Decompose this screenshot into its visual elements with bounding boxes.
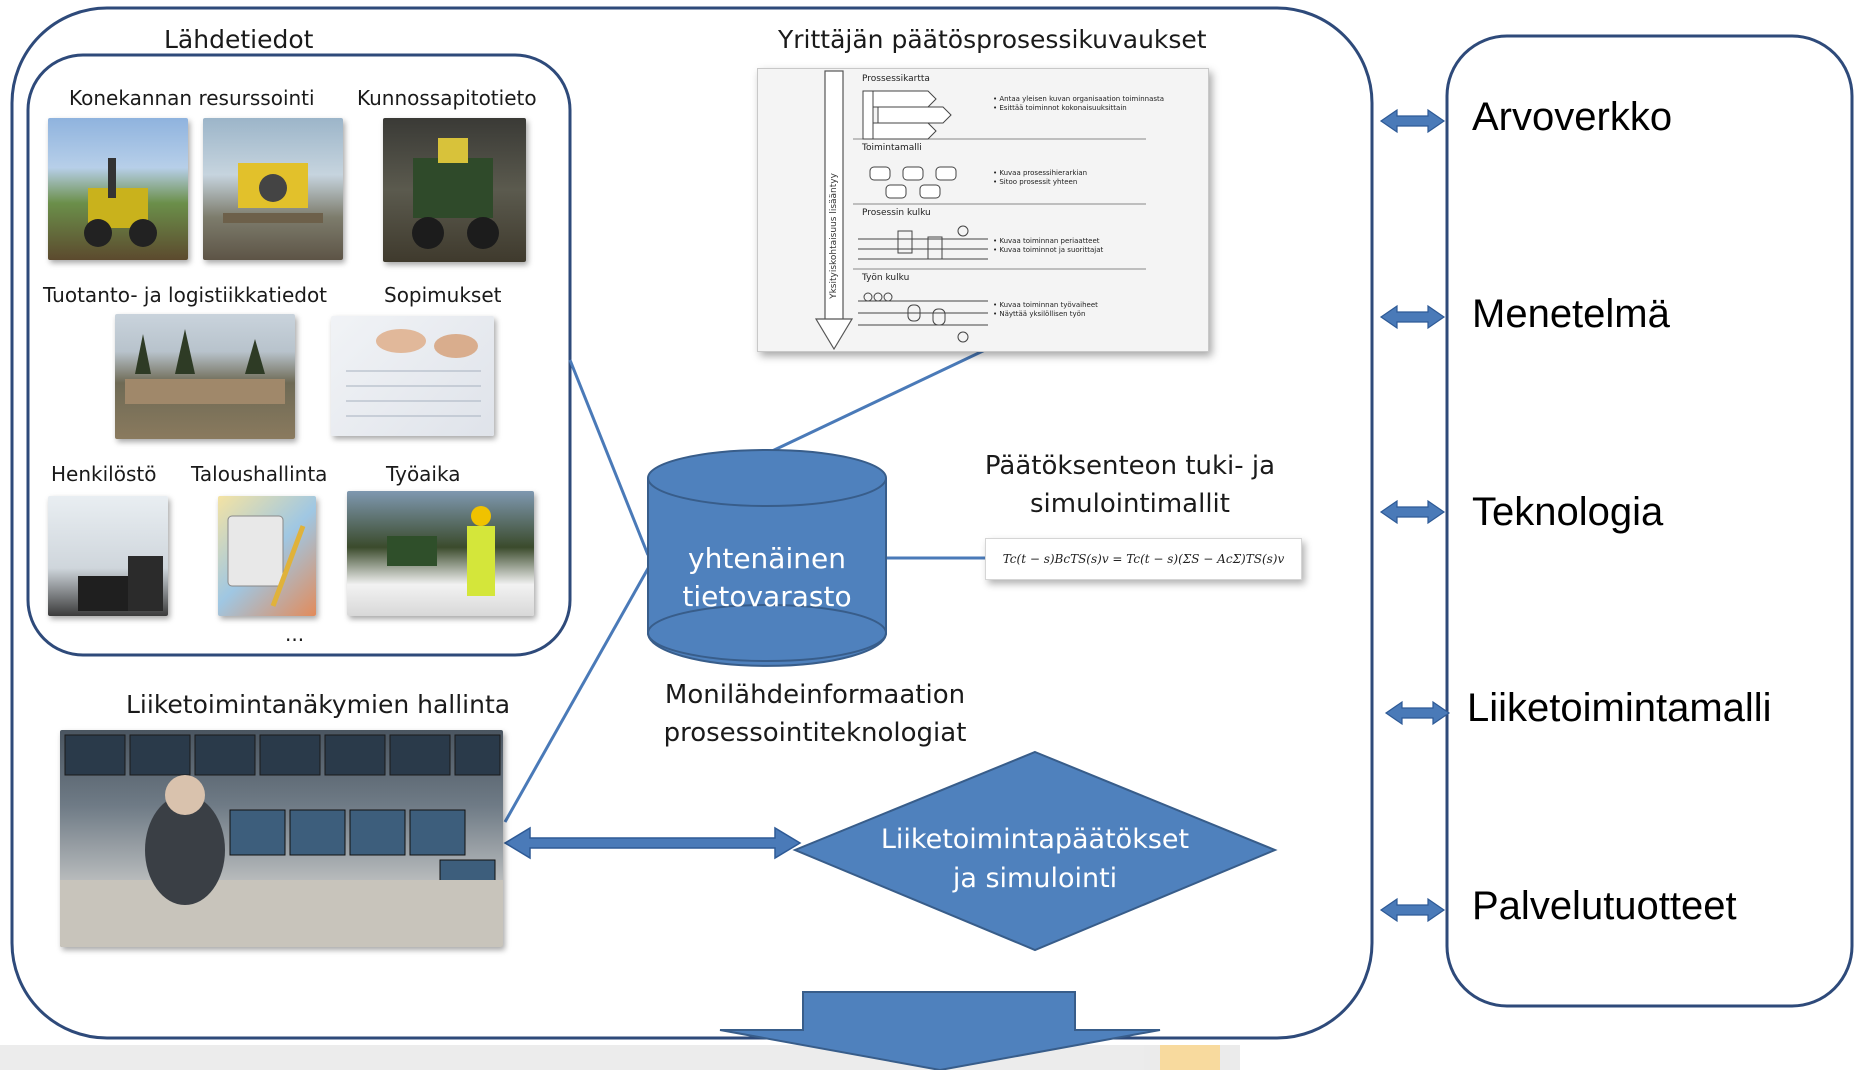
process-section-heading: Prosessin kulku bbox=[862, 208, 931, 218]
label-maintenance: Kunnossapitotieto bbox=[357, 86, 537, 110]
database-caption-line2: prosessointiteknologiat bbox=[663, 718, 967, 748]
views-decisions-arrow bbox=[503, 826, 802, 860]
label-machine-resourcing: Konekannan resurssointi bbox=[69, 86, 315, 110]
decisions-label: Liiketoimintapäätökset ja simulointi bbox=[845, 820, 1225, 898]
process-axis-label: Yksityiskohtaisuus lisääntyy bbox=[829, 173, 839, 299]
label-production-logistics: Tuotanto- ja logistiikkatiedot bbox=[43, 283, 328, 307]
harvester-photo-1 bbox=[48, 118, 188, 260]
process-description-figure: Yksityiskohtaisuus lisääntyy Prossessika… bbox=[757, 68, 1209, 352]
database-label-line2: tietovarasto bbox=[682, 580, 852, 613]
database-caption: Monilähdeinformaation prosessointiteknol… bbox=[630, 676, 1000, 752]
process-section-heading: Toimintamalli bbox=[862, 143, 922, 153]
right-item-service-products: Palvelutuotteet bbox=[1472, 884, 1737, 928]
main-frame bbox=[10, 6, 1374, 1040]
process-bullet: • Näyttää yksilöllisen työn bbox=[993, 310, 1086, 318]
output-down-arrow bbox=[719, 991, 1161, 1070]
connector-process-db bbox=[769, 348, 986, 454]
harvester-photo-2 bbox=[203, 118, 343, 260]
decision-support-title: Päätöksenteon tuki- ja simulointimallit bbox=[960, 447, 1300, 523]
source-data-title: Lähdetiedot bbox=[164, 25, 314, 54]
formula-text: Tc(t − s)BcTS(s)v = Tc(t − s)(ΣS − AcΣ)T… bbox=[1002, 552, 1285, 566]
working-time-photo bbox=[347, 491, 534, 616]
label-financial: Taloushallinta bbox=[191, 462, 328, 486]
process-bullet: • Kuvaa toiminnot ja suorittajat bbox=[993, 246, 1104, 254]
process-bullet: • Kuvaa prosessihierarkian bbox=[993, 169, 1088, 177]
database-cylinder bbox=[647, 449, 887, 667]
process-descriptions-title: Yrittäjän päätösprosessikuvaukset bbox=[778, 25, 1207, 54]
control-room-photo bbox=[60, 730, 503, 947]
process-bullet: • Antaa yleisen kuvan organisaation toim… bbox=[993, 95, 1165, 103]
process-bullet: • Esittää toiminnot kokonaisuuksittain bbox=[993, 104, 1127, 112]
business-views-title: Liiketoimintanäkymien hallinta bbox=[126, 690, 511, 719]
decisions-label-line2: ja simulointi bbox=[952, 863, 1118, 894]
right-arrows bbox=[1379, 108, 1451, 923]
database-label: yhtenäinen tietovarasto bbox=[648, 540, 886, 616]
right-item-method: Menetelmä bbox=[1472, 292, 1670, 336]
label-contracts: Sopimukset bbox=[384, 283, 502, 307]
maintenance-photo bbox=[383, 118, 526, 262]
decision-support-title-line1: Päätöksenteon tuki- ja bbox=[984, 451, 1276, 481]
process-section-heading: Prossessikartta bbox=[862, 74, 930, 84]
right-frame bbox=[1445, 34, 1854, 1008]
decisions-diamond bbox=[792, 750, 1278, 952]
process-bullet: • Kuvaa toiminnan periaatteet bbox=[993, 237, 1100, 245]
personnel-photo bbox=[48, 496, 168, 616]
database-label-line1: yhtenäinen bbox=[688, 542, 846, 575]
decisions-label-line1: Liiketoimintapäätökset bbox=[880, 824, 1190, 855]
right-item-business-model: Liiketoimintamalli bbox=[1467, 686, 1772, 730]
finance-photo bbox=[218, 496, 316, 616]
decision-support-title-line2: simulointimallit bbox=[1030, 489, 1230, 519]
contract-photo bbox=[331, 316, 494, 436]
label-personnel: Henkilöstö bbox=[51, 462, 157, 486]
process-bullet: • Kuvaa toiminnan työvaiheet bbox=[993, 301, 1098, 309]
process-section-heading: Työn kulku bbox=[862, 273, 910, 283]
process-bullet: • Sitoo prosessit yhteen bbox=[993, 178, 1078, 186]
database-caption-line1: Monilähdeinformaation bbox=[664, 680, 966, 710]
right-item-value-network: Arvoverkko bbox=[1472, 95, 1673, 139]
formula-box: Tc(t − s)BcTS(s)v = Tc(t − s)(ΣS − AcΣ)T… bbox=[985, 538, 1302, 580]
source-data-frame bbox=[26, 53, 572, 657]
label-working-time: Työaika bbox=[386, 462, 461, 486]
connector-source-db bbox=[568, 359, 650, 556]
more-sources-ellipsis: ... bbox=[285, 622, 305, 646]
timber-pile-photo bbox=[115, 314, 295, 439]
connector-views-db bbox=[503, 564, 652, 823]
right-item-technology: Teknologia bbox=[1472, 490, 1664, 534]
